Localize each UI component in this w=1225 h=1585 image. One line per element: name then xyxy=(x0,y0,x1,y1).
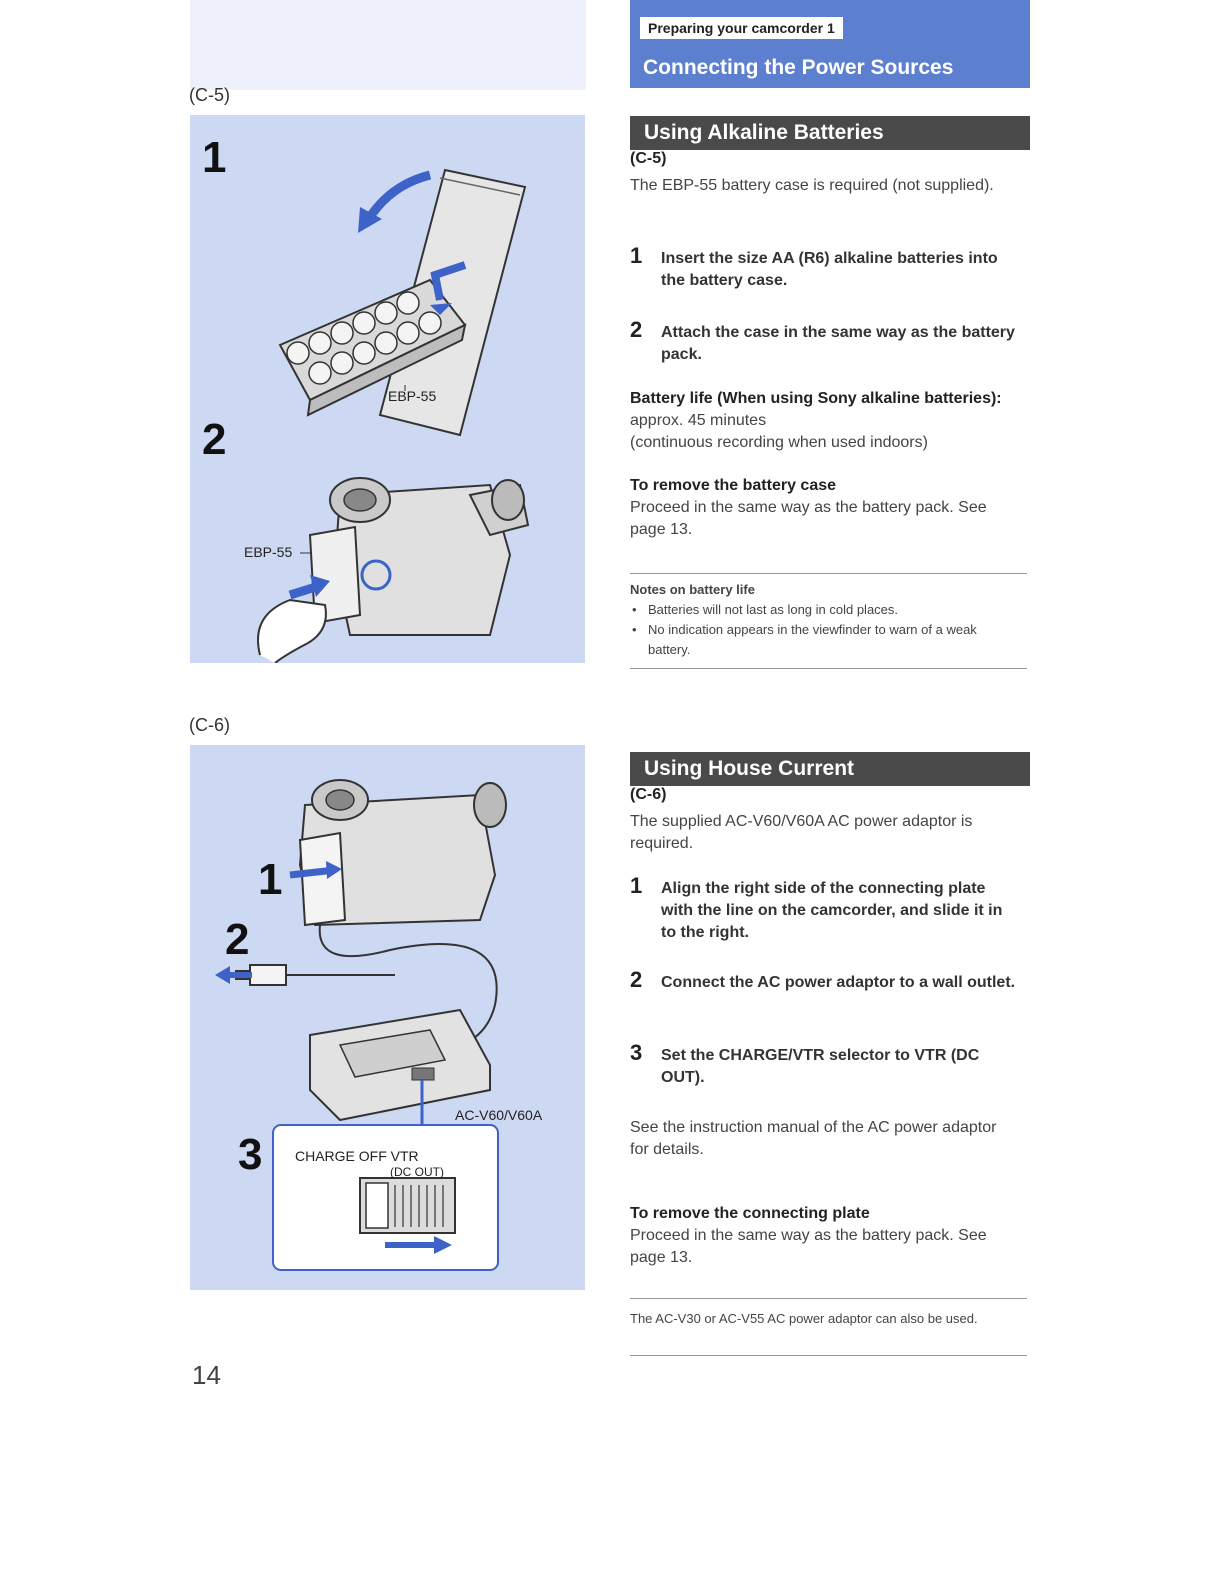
section-title-house-current: Using House Current xyxy=(630,752,1030,786)
house-step-1-number: 1 xyxy=(630,873,643,898)
c5-callout-ebp55-side: EBP-55 xyxy=(244,544,293,560)
house-step-1-text: Align the right side of the connecting p… xyxy=(661,880,1003,941)
c6-switch-label: CHARGE OFF VTR xyxy=(295,1148,419,1164)
alkaline-step-1-text: Insert the size AA (R6) alkaline batteri… xyxy=(661,250,998,289)
figure-label-c6: (C-6) xyxy=(189,715,230,735)
footnote-bottom-rule xyxy=(630,1355,1027,1356)
battery-life-label: Battery life (When using Sony alkaline b… xyxy=(630,390,1002,407)
section-header xyxy=(630,0,1030,88)
house-step-3-text: Set the CHARGE/VTR selector to VTR (DC O… xyxy=(661,1047,980,1086)
figure-top-band xyxy=(190,0,586,90)
house-detail: See the instruction manual of the AC pow… xyxy=(630,1119,997,1158)
alkaline-figure-ref: (C-5) xyxy=(630,150,667,167)
notes-heading: Notes on battery life xyxy=(630,582,755,597)
alkaline-step-2-text: Attach the case in the same way as the b… xyxy=(661,324,1015,363)
house-step-2-number: 2 xyxy=(630,967,643,992)
c6-switch-sublabel: (DC OUT) xyxy=(390,1165,444,1179)
remove-battery-case-text: Proceed in the same way as the battery p… xyxy=(630,499,987,538)
list-item: Batteries will not last as long in cold … xyxy=(630,600,1015,620)
c5-step-1-number: 1 xyxy=(202,133,227,182)
breadcrumb: Preparing your camcorder 1 xyxy=(640,17,843,39)
c5-step-2-number: 2 xyxy=(202,415,227,464)
footnote: The AC-V30 or AC-V55 AC power adaptor ca… xyxy=(630,1311,978,1326)
remove-plate-heading: To remove the connecting plate xyxy=(630,1205,870,1222)
remove-battery-case-heading: To remove the battery case xyxy=(630,477,837,494)
house-step-3-number: 3 xyxy=(630,1040,643,1065)
c6-step-3-number: 3 xyxy=(238,1130,263,1179)
alkaline-step-2-number: 2 xyxy=(630,317,643,342)
c6-step-1-number: 1 xyxy=(258,855,283,904)
notes-list: Batteries will not last as long in cold … xyxy=(630,600,1015,660)
battery-life-note: (continuous recording when used indoors) xyxy=(630,434,928,451)
battery-life-block: Battery life (When using Sony alkaline b… xyxy=(630,388,1015,432)
figure-c5: 1 2 EBP-55 EBP-55 xyxy=(190,115,585,663)
house-figure-ref: (C-6) xyxy=(630,786,667,803)
c6-callout-adaptor: AC-V60/V60A xyxy=(455,1107,543,1123)
c5-callout-ebp55: EBP-55 xyxy=(388,388,437,404)
c6-step-2-number: 2 xyxy=(225,915,250,964)
figure-c6: 1 2 3 AC-V60/V60A CHARGE OFF VTR (DC OUT… xyxy=(190,745,585,1290)
list-item: No indication appears in the viewfinder … xyxy=(630,620,1015,660)
page-number: 14 xyxy=(192,1360,221,1390)
section-title-alkaline: Using Alkaline Batteries xyxy=(630,116,1030,150)
ac-adaptor-illustration xyxy=(215,779,507,1271)
alkaline-step-1-number: 1 xyxy=(630,243,643,268)
page-title: Connecting the Power Sources xyxy=(643,56,954,79)
alkaline-intro: The EBP-55 battery case is required (not… xyxy=(630,177,994,194)
house-intro: The supplied AC-V60/V60A AC power adapto… xyxy=(630,813,973,852)
notes-bottom-rule xyxy=(630,668,1027,669)
footnote-top-rule xyxy=(630,1298,1027,1299)
figure-label-c5: (C-5) xyxy=(189,85,230,105)
notes-top-rule xyxy=(630,573,1027,574)
house-step-2-text: Connect the AC power adaptor to a wall o… xyxy=(661,974,1016,991)
battery-life-value: approx. 45 minutes xyxy=(630,412,767,429)
remove-plate-text: Proceed in the same way as the battery p… xyxy=(630,1227,987,1266)
battery-case-illustration xyxy=(257,168,530,663)
